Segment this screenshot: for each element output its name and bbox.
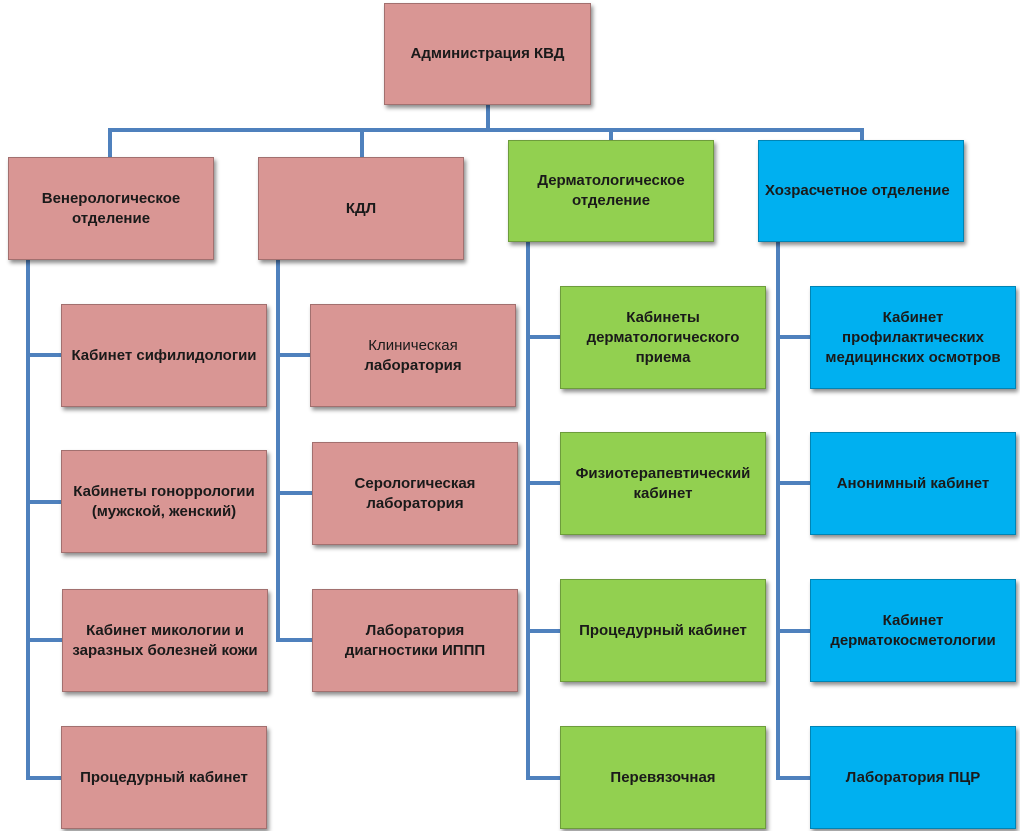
dept-selfsupport: Хозрасчетное отделение <box>758 140 964 242</box>
node-serology-lab: Серологическая лаборатория <box>312 442 518 545</box>
root-node: Администрация КВД <box>384 3 591 105</box>
node-anonymous-label: Анонимный кабинет <box>836 474 990 492</box>
venereology-spine <box>26 258 63 780</box>
node-clinical-lab-label: Клиническая лаборатория <box>364 336 461 376</box>
node-dressing-room-label: Перевязочная <box>610 768 716 786</box>
dept-venereology-label: Венерологическое отделение <box>41 189 181 227</box>
node-physiotherapy: Физиотерапевтический кабинет <box>560 432 766 535</box>
root-label: Администрация КВД <box>410 45 565 62</box>
node-mycology-label: Кабинет микологии и заразных болезней ко… <box>72 621 258 659</box>
node-pcr-lab: Лаборатория ПЦР <box>810 726 1016 829</box>
node-gonorrhology-label: Кабинеты гоноррологии (мужской, женский) <box>73 482 255 520</box>
node-procedure-1: Процедурный кабинет <box>61 726 267 829</box>
node-preventive-exams-label: Кабинет профилактических медицинских осм… <box>825 308 1001 366</box>
dept-dermatology: Дерматологическое отделение <box>508 140 714 242</box>
node-clinical-lab: Клиническая лаборатория <box>310 304 516 407</box>
clinical-lab-line2: лаборатория <box>364 356 462 374</box>
node-syphilidology: Кабинет сифилидологии <box>61 304 267 407</box>
node-derm-reception: Кабинеты дерматологического приема <box>560 286 766 389</box>
node-dermacosmetology: Кабинет дерматокосметологии <box>810 579 1016 682</box>
node-procedure-2: Процедурный кабинет <box>560 579 766 682</box>
node-physiotherapy-label: Физиотерапевтический кабинет <box>575 464 751 502</box>
node-syphilidology-label: Кабинет сифилидологии <box>71 346 257 364</box>
dept-kdl-label: КДЛ <box>345 199 377 217</box>
node-dermacosmetology-label: Кабинет дерматокосметологии <box>830 611 996 649</box>
selfsupport-spine <box>776 240 812 780</box>
dept-dermatology-label: Дерматологическое отделение <box>537 172 685 209</box>
dept-venereology: Венерологическое отделение <box>8 157 214 260</box>
node-sti-lab-label: Лаборатория диагностики ИППП <box>344 621 486 659</box>
node-mycology: Кабинет микологии и заразных болезней ко… <box>62 589 268 692</box>
dept-selfsupport-label: Хозрасчетное отделение <box>765 182 950 199</box>
node-procedure-1-label: Процедурный кабинет <box>80 768 248 786</box>
dermatology-spine <box>526 240 562 780</box>
node-procedure-2-label: Процедурный кабинет <box>579 621 747 639</box>
root-connector <box>108 103 864 159</box>
node-gonorrhology: Кабинеты гоноррологии (мужской, женский) <box>61 450 267 553</box>
node-derm-reception-label: Кабинеты дерматологического приема <box>586 308 740 366</box>
kdl-spine <box>276 258 314 642</box>
node-dressing-room: Перевязочная <box>560 726 766 829</box>
node-preventive-exams: Кабинет профилактических медицинских осм… <box>810 286 1016 389</box>
node-serology-lab-label: Серологическая лаборатория <box>354 474 476 512</box>
clinical-lab-line1: Клиническая <box>368 336 458 354</box>
dept-kdl: КДЛ <box>258 157 464 260</box>
node-anonymous: Анонимный кабинет <box>810 432 1016 535</box>
node-sti-lab: Лаборатория диагностики ИППП <box>312 589 518 692</box>
node-pcr-lab-label: Лаборатория ПЦР <box>845 768 981 786</box>
